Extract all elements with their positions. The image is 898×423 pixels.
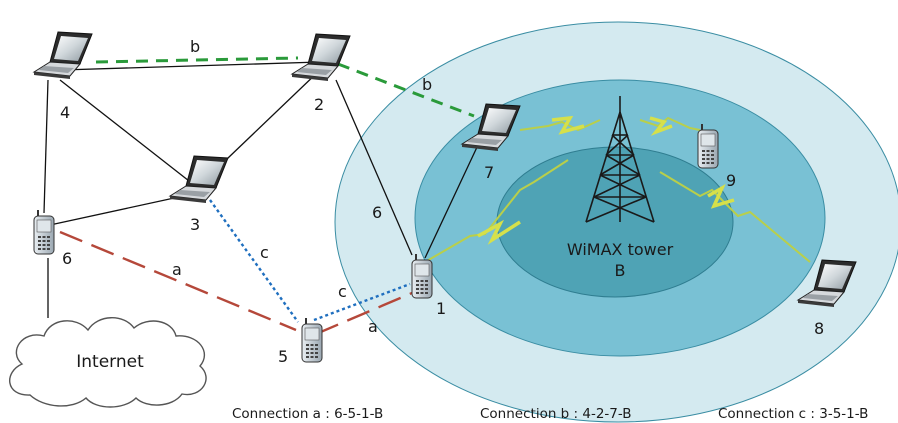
node-label-5: 5 [278,347,288,366]
caption-connection-b: Connection b : 4-2-7-B [480,406,632,422]
internet-label: Internet [76,352,144,372]
connection-b-path [95,56,475,118]
node-label-2: 2 [314,95,324,114]
link-label-c1: c [260,243,269,262]
link-label-b2: b [422,75,432,94]
internet-cloud-icon [9,317,207,408]
laptop-icon-node-2 [291,33,351,82]
caption-connection-a: Connection a : 6-5-1-B [232,406,383,422]
node-label-9: 9 [726,171,736,190]
node-label-3: 3 [190,215,200,234]
phone-icon-node-5 [301,317,323,363]
link-label-b1: b [190,37,200,56]
node-label-7: 7 [484,163,494,182]
link-label-a1: a [172,260,182,279]
node-label-4: 4 [60,103,70,122]
node-label-6: 6 [62,249,72,268]
laptop-icon-node-4 [33,31,93,80]
connection-a-path [59,230,413,336]
phone-icon-node-9 [697,123,719,169]
node-label-8: 8 [814,319,824,338]
link-label-c2: c [338,282,347,301]
tower-id: B [615,261,626,280]
phone-icon-node-6 [33,209,55,255]
caption-connection-c: Connection c : 3-5-1-B [718,406,868,422]
phone-icon-node-1 [411,253,433,299]
laptop-icon-node-3 [169,155,229,204]
tower-name: WiMAX tower [567,240,674,259]
link-label-hops: 6 [372,203,382,222]
node-label-1: 1 [436,299,446,318]
wimax-tower-icon [585,96,655,223]
link-label-a2: a [368,317,378,336]
connection-c-path [209,199,411,323]
